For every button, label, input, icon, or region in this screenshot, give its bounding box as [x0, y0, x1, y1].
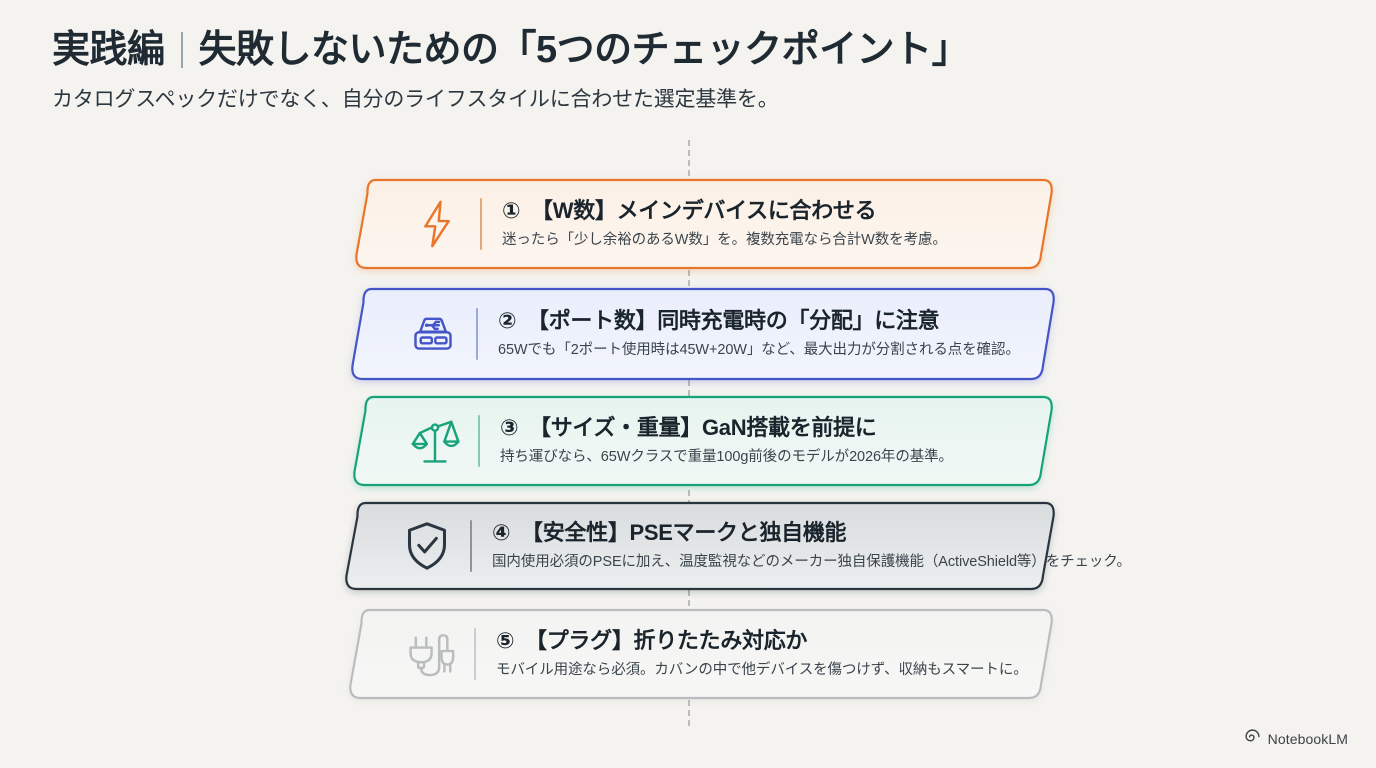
brand-label: NotebookLM — [1267, 731, 1348, 747]
card-outline — [345, 501, 1055, 591]
lightning-bolt-icon — [400, 196, 474, 252]
card-description: 迷ったら「少し余裕のあるW数」を。複数充電なら合計W数を考慮。 — [502, 232, 947, 249]
card-outline — [353, 395, 1053, 487]
brand-footer: NotebookLM — [1244, 728, 1348, 750]
page-title-right: 失敗しないための「5つのチェックポイント」 — [198, 29, 970, 71]
card-description: 65Wでも「2ポート使用時は45W+20W」など、最大出力が分割される点を確認。 — [498, 342, 1020, 359]
card-description: 国内使用必須のPSEに加え、温度監視などのメーカー独自保護機能（ActiveSh… — [492, 554, 1131, 571]
card-description: 持ち運びなら、65Wクラスで重量100g前後のモデルが2026年の基準。 — [500, 449, 953, 466]
slide-header: 実践編 失敗しないための「5つのチェックポイント」 カタログスペックだけでなく、… — [52, 28, 1332, 113]
card-description: モバイル用途なら必須。カバンの中で他デバイスを傷つけず、収納もスマートに。 — [496, 662, 1028, 679]
card-heading: ④ 【安全性】PSEマークと独自機能 — [492, 520, 847, 546]
page-subtitle: カタログスペックだけでなく、自分のライフスタイルに合わせた選定基準を。 — [52, 87, 779, 111]
card-heading: ② 【ポート数】同時充電時の「分配」に注意 — [498, 308, 940, 334]
card-divider — [476, 308, 478, 360]
checkpoint-card[interactable]: ⑤ 【プラグ】折りたたみ対応かモバイル用途なら必須。カバンの中で他デバイスを傷つ… — [348, 608, 1054, 700]
card-heading: ③ 【サイズ・重量】GaN搭載を前提に — [500, 415, 877, 441]
shield-check-icon — [390, 518, 464, 574]
page-title: 実践編 失敗しないための「5つのチェックポイント」 — [52, 28, 1332, 73]
title-divider — [180, 32, 183, 69]
card-divider — [474, 628, 476, 680]
card-divider — [470, 520, 472, 572]
checkpoint-card[interactable]: ③ 【サイズ・重量】GaN搭載を前提に持ち運びなら、65Wクラスで重量100g前… — [352, 395, 1054, 487]
usb-charger-icon — [396, 306, 470, 362]
page-title-left: 実践編 — [52, 29, 165, 71]
checkpoint-card[interactable]: ② 【ポート数】同時充電時の「分配」に注意 65Wでも「2ポート使用時は45W+2… — [350, 287, 1056, 381]
card-divider — [480, 198, 482, 250]
card-outline — [355, 178, 1053, 270]
card-heading: ① 【W数】メインデバイスに合わせる — [502, 198, 877, 224]
checkpoint-card[interactable]: ④ 【安全性】PSEマークと独自機能国内使用必須のPSEに加え、温度監視などのメ… — [344, 501, 1131, 591]
card-outline — [349, 608, 1053, 700]
notebooklm-spiral-icon — [1244, 728, 1261, 750]
checkpoint-card[interactable]: ① 【W数】メインデバイスに合わせる迷ったら「少し余裕のあるW数」を。複数充電な… — [354, 178, 1054, 270]
power-plug-icon — [394, 626, 468, 682]
card-divider — [478, 415, 480, 467]
card-heading: ⑤ 【プラグ】折りたたみ対応か — [496, 628, 808, 654]
balance-scale-icon — [398, 413, 472, 469]
card-outline — [351, 287, 1055, 381]
